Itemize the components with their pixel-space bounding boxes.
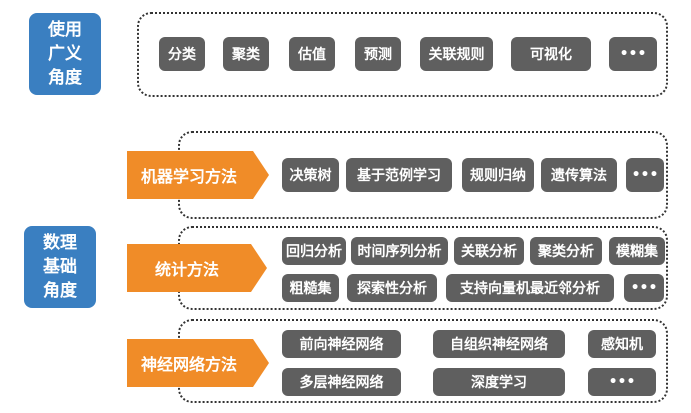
nn-tag-deep-learning: 深度学习	[433, 368, 565, 396]
stat-tag-more: •••	[624, 274, 664, 302]
machine-learning-arrow: 机器学习方法	[127, 151, 269, 199]
stat-tag-regression: 回归分析	[282, 237, 346, 265]
usage-tag-prediction: 预测	[355, 37, 401, 71]
ml-tag-genetic-algorithm: 遗传算法	[541, 158, 617, 192]
math-foundation-label: 数理 基础 角度	[24, 226, 96, 308]
usage-tag-classification: 分类	[159, 37, 205, 71]
usage-perspective-label: 使用 广义 角度	[29, 13, 101, 95]
stat-tag-association: 关联分析	[454, 237, 524, 265]
usage-tag-visualization: 可视化	[511, 37, 591, 71]
nn-tag-self-organizing: 自组织神经网络	[433, 330, 565, 358]
stat-tag-cluster-analysis: 聚类分析	[530, 237, 602, 265]
neural-network-arrow: 神经网络方法	[127, 339, 269, 387]
stat-tag-exploratory: 探索性分析	[347, 274, 437, 302]
stat-tag-svm-knn: 支持向量机最近邻分析	[446, 274, 614, 302]
nn-tag-perceptron: 感知机	[588, 330, 656, 358]
nn-tag-more: •••	[588, 368, 656, 396]
ml-tag-decision-tree: 决策树	[282, 158, 339, 192]
usage-tag-more: •••	[609, 37, 657, 71]
stat-tag-fuzzy-set: 模糊集	[609, 237, 665, 265]
stat-tag-time-series: 时间序列分析	[351, 237, 448, 265]
usage-tag-estimation: 估值	[289, 37, 335, 71]
ml-tag-rule-induction: 规则归纳	[462, 158, 534, 192]
usage-group-box	[137, 12, 668, 97]
nn-tag-feedforward: 前向神经网络	[282, 330, 401, 358]
usage-tag-clustering: 聚类	[223, 37, 269, 71]
usage-tag-association-rules: 关联规则	[420, 37, 493, 71]
statistics-arrow: 统计方法	[127, 244, 267, 292]
ml-tag-more: •••	[626, 158, 664, 192]
nn-tag-multilayer: 多层神经网络	[282, 368, 401, 396]
stat-tag-rough-set: 粗糙集	[282, 274, 339, 302]
ml-tag-case-based-learning: 基于范例学习	[346, 158, 452, 192]
